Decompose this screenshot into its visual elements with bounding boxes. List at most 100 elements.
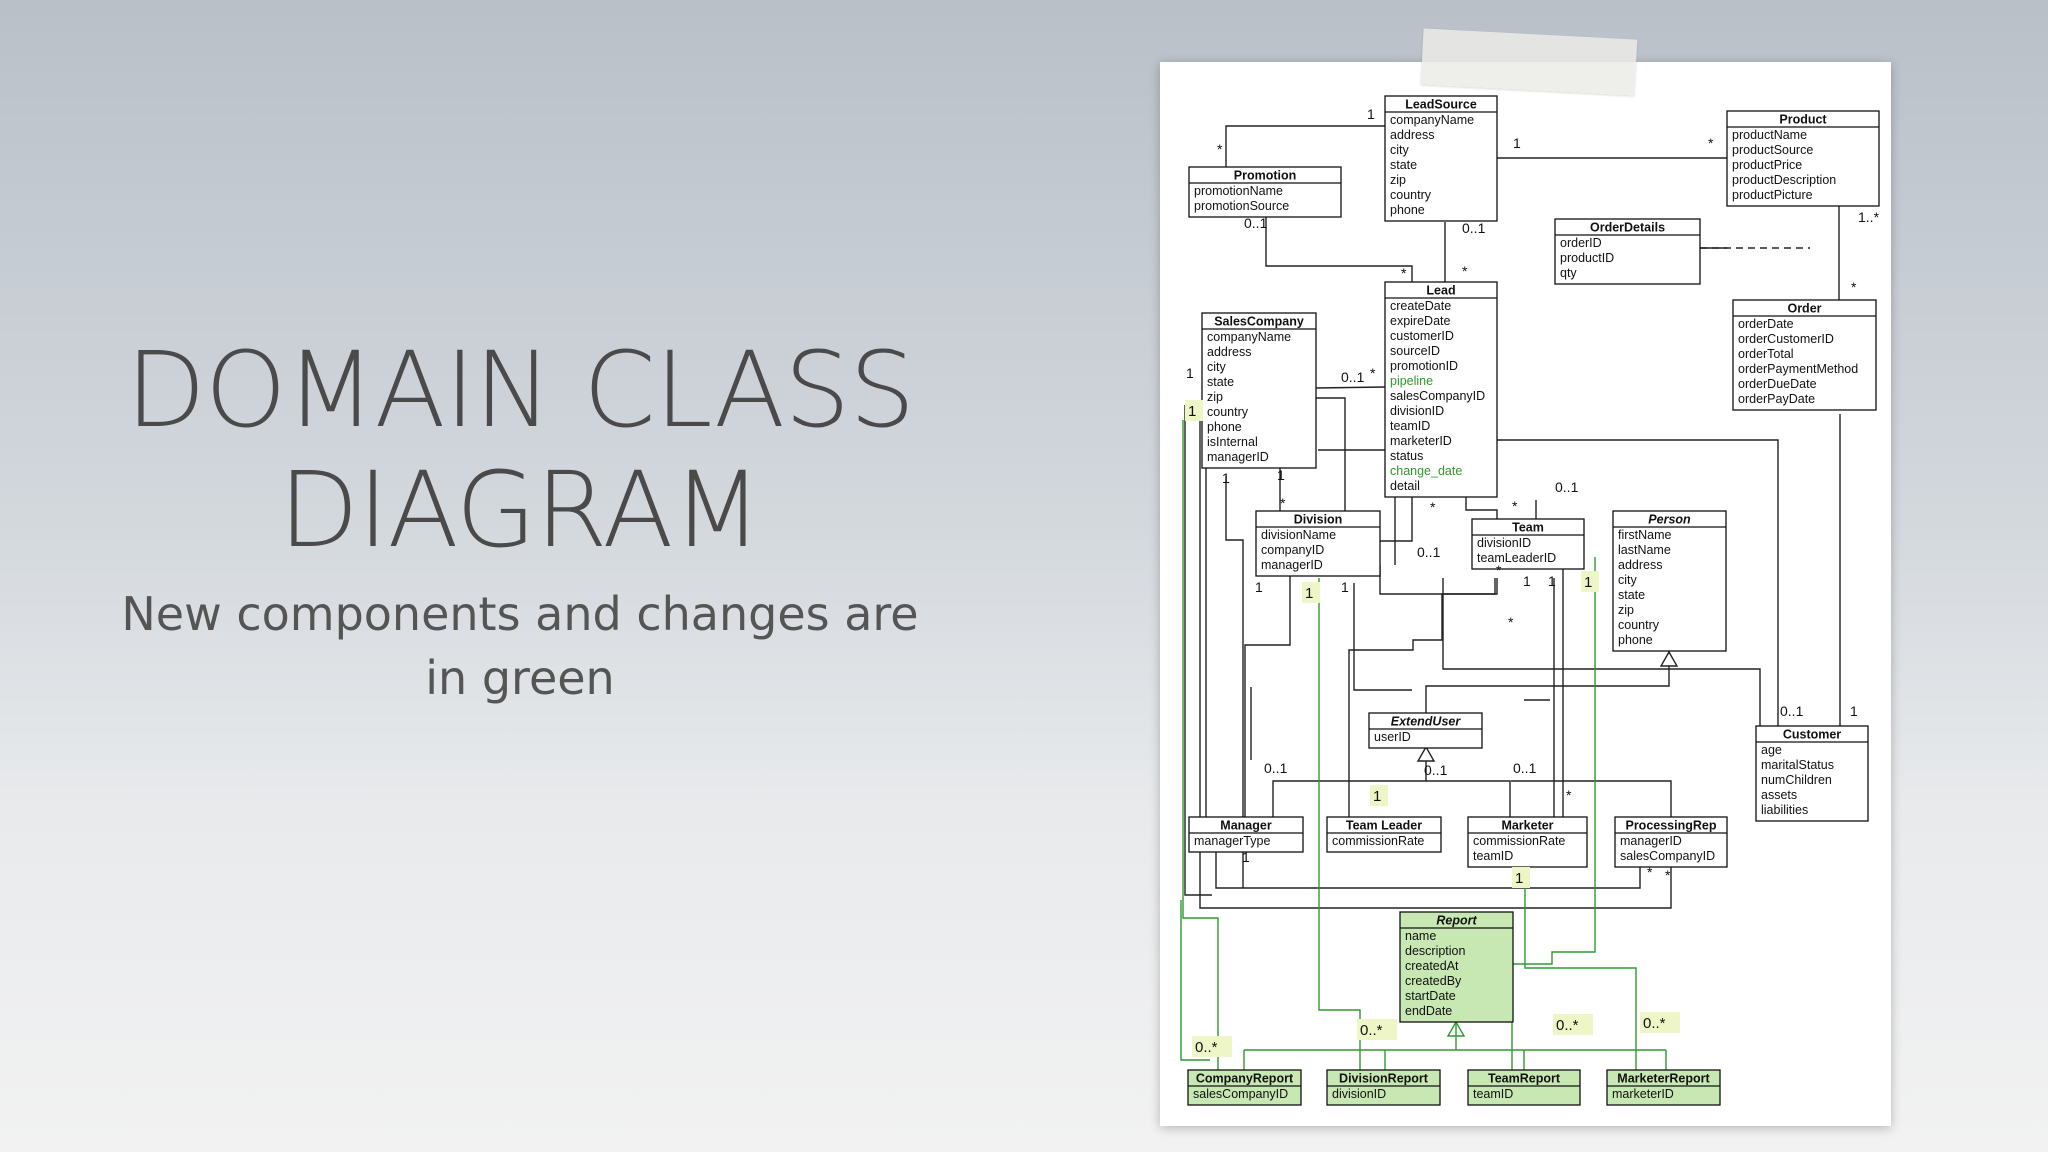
class-attribute: marketerID: [1612, 1087, 1674, 1101]
class-attribute: companyID: [1261, 543, 1324, 557]
class-attribute: commissionRate: [1332, 834, 1424, 848]
association-line-0: [1225, 125, 1385, 167]
class-attribute: assets: [1761, 788, 1797, 802]
association-line-21: [1511, 780, 1672, 817]
generalization-extenduser: [1416, 745, 1436, 762]
multiplicity-label: *: [1508, 614, 1514, 630]
multiplicity-label: 1: [1341, 579, 1349, 595]
class-attribute: createdBy: [1405, 974, 1462, 988]
slide-subtitle: New components and changes are in green: [121, 587, 919, 705]
multiplicity-1: *: [1217, 141, 1223, 157]
class-attribute: endDate: [1405, 1004, 1452, 1018]
class-attribute: customerID: [1390, 329, 1454, 343]
multiplicity-label: 0..1: [1341, 369, 1365, 385]
multiplicity-label: 1: [1584, 574, 1592, 591]
class-attribute: userID: [1374, 730, 1411, 744]
class-box: [1554, 218, 1701, 285]
class-attribute: sourceID: [1390, 344, 1440, 358]
multiplicity-label: *: [1217, 141, 1223, 157]
multiplicity-label: 0..*: [1195, 1039, 1218, 1056]
class-attribute: address: [1390, 128, 1434, 142]
multiplicity-14: 1: [1222, 470, 1230, 486]
class-attribute: managerID: [1620, 834, 1682, 848]
class-box: [1188, 816, 1304, 853]
class-attribute: orderDate: [1738, 317, 1794, 331]
class-name: MarketerReport: [1617, 1072, 1710, 1086]
class-box: [1399, 911, 1514, 1023]
multiplicity-label: *: [1430, 499, 1436, 515]
class-box: [1606, 1069, 1721, 1106]
class-box: [1384, 95, 1498, 222]
class-attribute: promotionSource: [1194, 199, 1289, 213]
class-attribute: orderPaymentMethod: [1738, 362, 1858, 376]
class-attribute: createdAt: [1405, 959, 1459, 973]
class-name: Person: [1648, 513, 1691, 527]
multiplicity-label: *: [1708, 135, 1714, 151]
class-attribute: promotionName: [1194, 184, 1283, 198]
multiplicity-label: 1: [1255, 579, 1263, 595]
multiplicity-label: *: [1496, 562, 1502, 578]
association-line-12: [1465, 492, 1498, 519]
multiplicity-label: *: [1647, 864, 1653, 880]
multiplicity-highlight: [1581, 571, 1599, 592]
class-person: PersonfirstNamelastNameaddresscitystatez…: [1612, 510, 1727, 652]
class-name: Order: [1787, 302, 1821, 316]
association-line-11: [1380, 492, 1413, 542]
class-attribute: productName: [1732, 128, 1807, 142]
class-boxes: LeadSourcecompanyNameaddresscitystatezip…: [1187, 95, 1880, 1106]
class-report: ReportnamedescriptioncreatedAtcreatedBys…: [1399, 911, 1514, 1023]
multiplicity-12: 0..1: [1341, 369, 1365, 385]
class-attribute: companyName: [1390, 113, 1474, 127]
multiplicity-label: 1: [1242, 849, 1250, 865]
class-attribute: age: [1761, 743, 1782, 757]
multiplicity-label: 1: [1186, 365, 1194, 381]
multiplicity-label: 1: [1222, 470, 1230, 486]
class-attribute: lastName: [1618, 543, 1671, 557]
class-attribute: zip: [1390, 173, 1406, 187]
class-box: [1368, 712, 1483, 749]
class-order: OrderorderDateorderCustomerIDorderTotalo…: [1732, 299, 1877, 411]
multiplicity-41: 0..*: [1357, 1019, 1397, 1040]
class-attribute: zip: [1207, 390, 1223, 404]
class-name: LeadSource: [1405, 98, 1477, 112]
multiplicity-label: 1: [1277, 467, 1285, 483]
association-line-25: [1215, 848, 1641, 889]
class-name: CompanyReport: [1196, 1072, 1294, 1086]
class-name: Customer: [1783, 728, 1841, 742]
class-attribute: teamLeaderID: [1477, 551, 1556, 565]
multiplicity-10: 1: [1186, 365, 1194, 381]
class-attribute: address: [1207, 345, 1251, 359]
multiplicity-label: 0..1: [1462, 220, 1486, 236]
class-name: Report: [1436, 914, 1477, 928]
class-attribute: name: [1405, 929, 1436, 943]
multiplicity-label: 0..1: [1264, 760, 1288, 776]
multiplicity-42: 0..*: [1553, 1014, 1593, 1035]
multiplicity-label: 0..*: [1643, 1015, 1666, 1032]
association-line-8: [1497, 439, 1779, 726]
class-attribute: marketerID: [1390, 434, 1452, 448]
class-attribute: divisionID: [1390, 404, 1444, 418]
class-lead: LeadcreateDateexpireDatecustomerIDsource…: [1384, 281, 1498, 498]
class-attribute: commissionRate: [1473, 834, 1565, 848]
class-attribute: firstName: [1618, 528, 1672, 542]
multiplicity-label: *: [1370, 365, 1376, 381]
class-attribute: qty: [1560, 266, 1577, 280]
association-line-15: [1348, 578, 1496, 817]
multiplicity-20: *: [1496, 562, 1502, 578]
class-attribute: createDate: [1390, 299, 1451, 313]
class-box: [1384, 281, 1498, 498]
multiplicity-33: 0..1: [1424, 762, 1448, 778]
multiplicity-32: 0..1: [1513, 760, 1537, 776]
multiplicity-label: 0..1: [1555, 479, 1579, 495]
class-attribute: orderPayDate: [1738, 392, 1815, 406]
multiplicity-label: 0..*: [1556, 1017, 1579, 1034]
class-attribute: liabilities: [1761, 803, 1808, 817]
class-name: DivisionReport: [1339, 1072, 1429, 1086]
multiplicity-label: *: [1512, 498, 1518, 514]
